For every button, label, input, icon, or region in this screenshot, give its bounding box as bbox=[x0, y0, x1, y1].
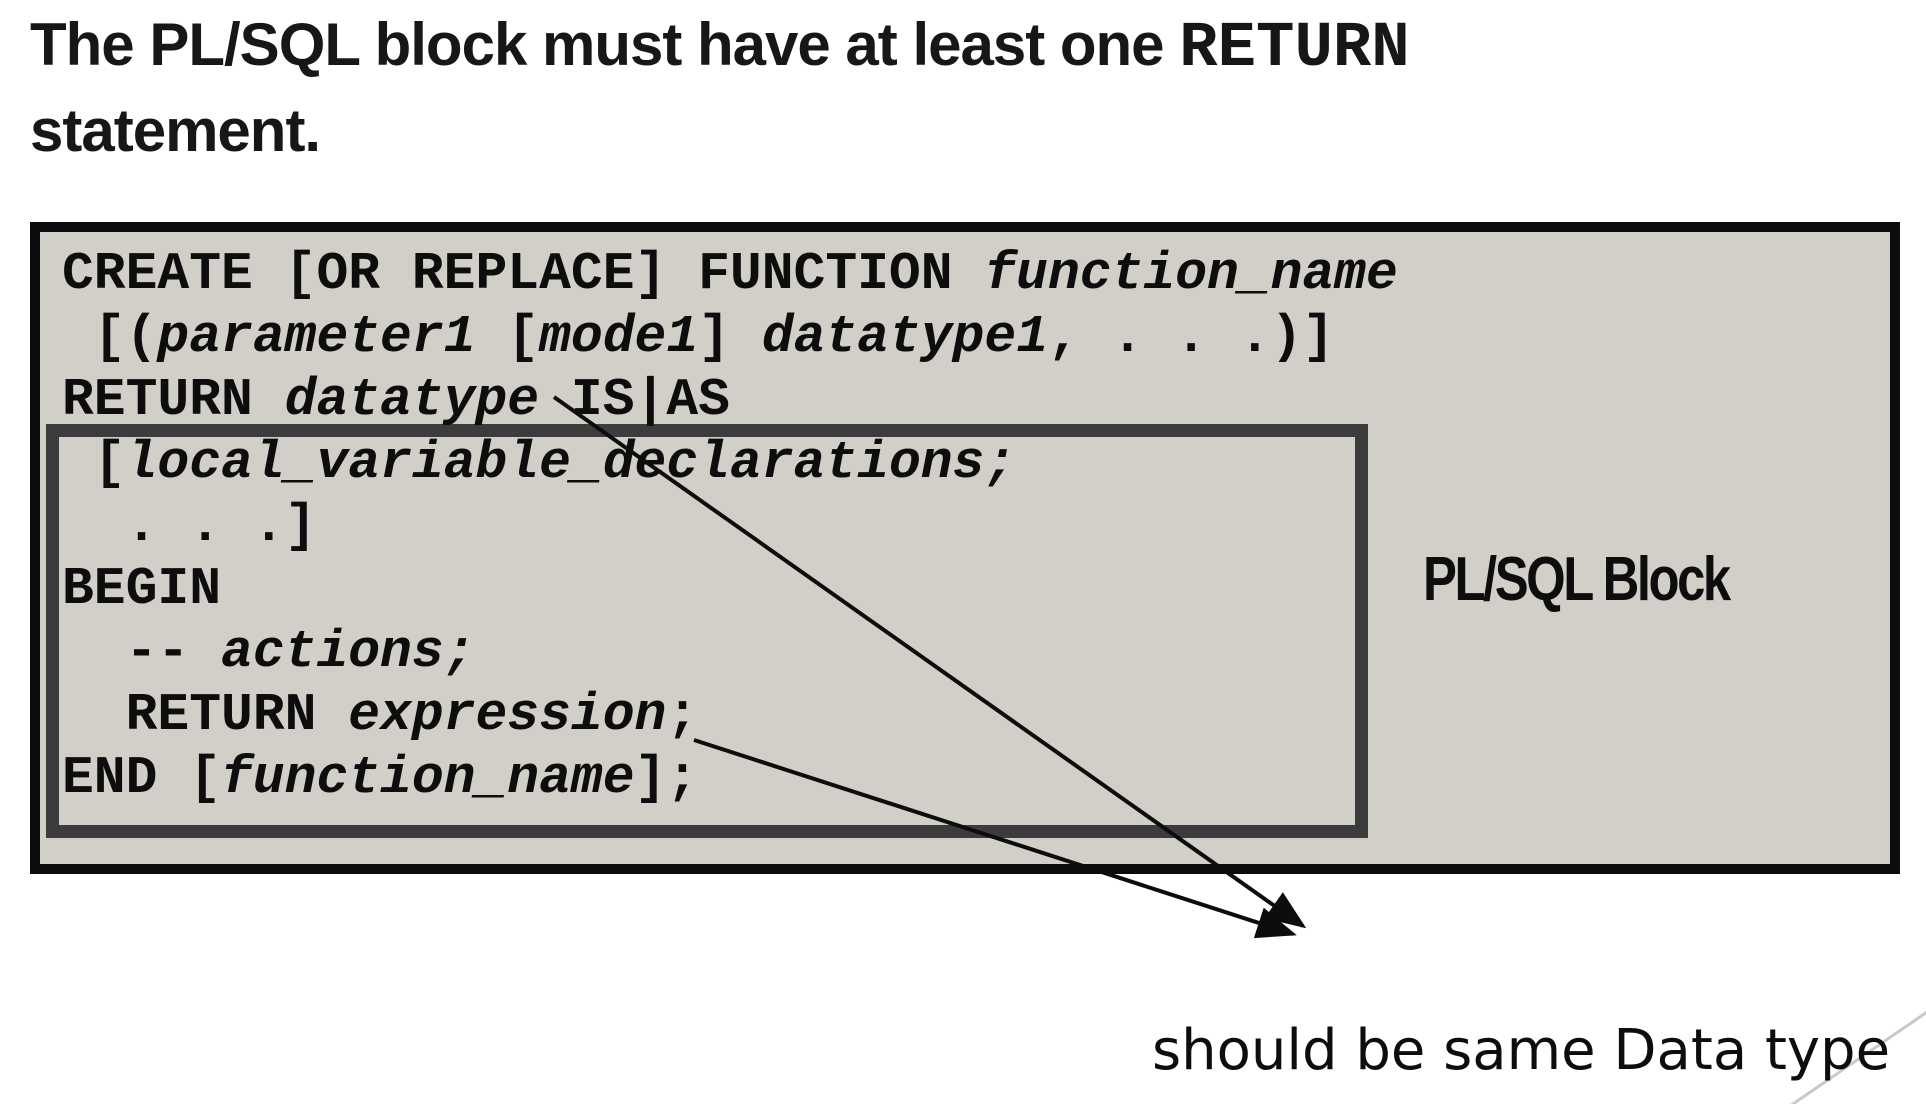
plsql-block-label: PL/SQL Block bbox=[1423, 545, 1731, 614]
code-line: END [function_name]; bbox=[62, 748, 699, 808]
heading-code-keyword: RETURN bbox=[1179, 13, 1410, 85]
code-line: RETURN datatype IS|AS bbox=[62, 370, 730, 430]
code-line: BEGIN bbox=[62, 559, 222, 619]
heading-text-2: statement. bbox=[30, 97, 321, 164]
syntax-code: CREATE [OR REPLACE] FUNCTION function_na… bbox=[62, 243, 1398, 810]
code-line: . . .] bbox=[62, 496, 317, 556]
heading-line-2: statement. bbox=[30, 90, 1410, 172]
code-line: [(parameter1 [mode1] datatype1, . . .)] bbox=[62, 307, 1335, 367]
code-line: -- actions; bbox=[62, 622, 476, 682]
heading-text: The PL/SQL block must have at least one bbox=[30, 11, 1180, 78]
heading-line-1: The PL/SQL block must have at least one … bbox=[30, 4, 1410, 90]
heading: The PL/SQL block must have at least one … bbox=[30, 4, 1410, 172]
code-line: CREATE [OR REPLACE] FUNCTION function_na… bbox=[62, 244, 1398, 304]
code-line: RETURN expression; bbox=[62, 685, 699, 745]
annotation-text: should be same Data type bbox=[1152, 1018, 1891, 1083]
code-line: [local_variable_declarations; bbox=[62, 433, 1017, 493]
